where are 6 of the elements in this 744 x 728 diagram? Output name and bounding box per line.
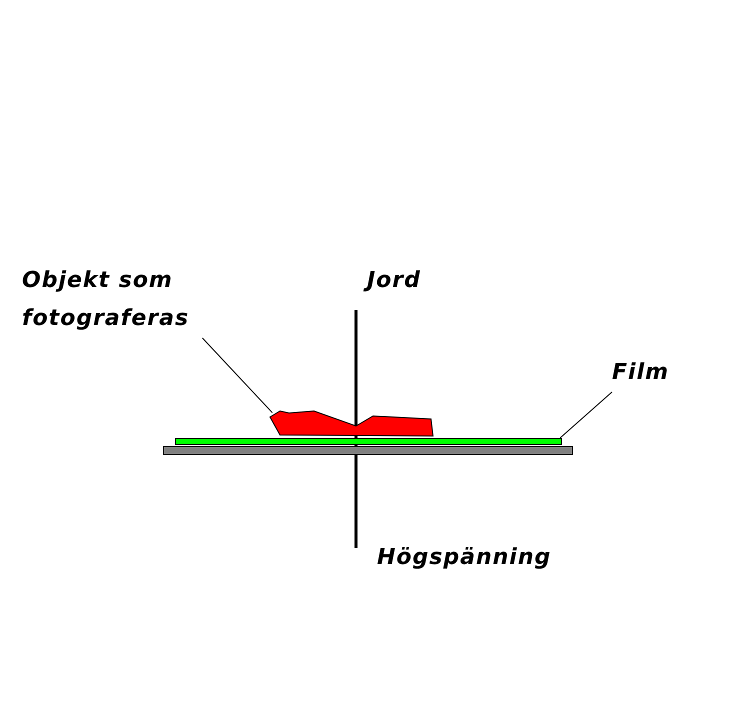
photographed-object [269,410,436,437]
leader-line [202,338,273,414]
film-label: Film [612,354,682,392]
object-label: Objekt som fotograferas [22,262,227,338]
high-voltage-label: Högspänning [377,544,552,572]
film-strip [175,438,562,445]
